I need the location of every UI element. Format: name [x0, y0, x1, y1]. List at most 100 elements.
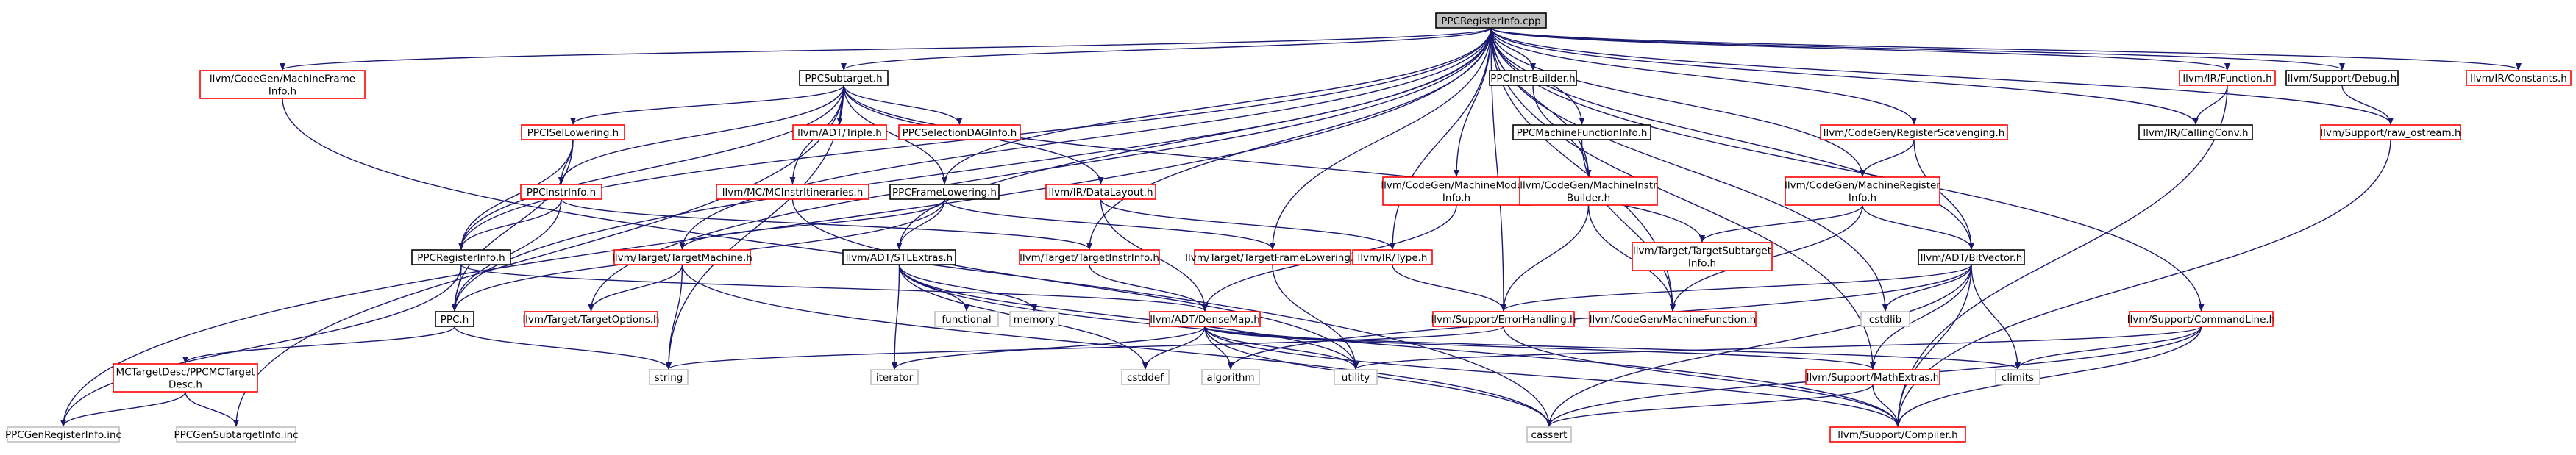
node-targetinstrinfo[interactable]: llvm/Target/TargetInstrInfo.h	[1019, 249, 1160, 265]
node-climits: climits	[1995, 369, 2040, 385]
node-iselowering[interactable]: PPCISelLowering.h	[521, 124, 625, 140]
node-compiler[interactable]: llvm/Support/Compiler.h	[1829, 426, 1966, 443]
node-mathextras[interactable]: llvm/Support/MathExtras.h	[1805, 369, 1940, 385]
edge-root-to-subtarget	[841, 27, 1492, 71]
node-mcinstrit[interactable]: llvm/MC/MCInstrItineraries.h	[716, 184, 869, 200]
node-framelow-box	[889, 184, 1000, 200]
node-mfunction[interactable]: llvm/CodeGen/MachineFunction.h	[1589, 311, 1757, 327]
node-gensubinfo: PPCGenSubtargetInfo.inc	[174, 426, 299, 443]
node-targetframelow[interactable]: llvm/Target/TargetFrameLowering.h	[1185, 249, 1360, 265]
node-targetoptions-box	[524, 311, 658, 327]
edge-root-to-regscav	[1490, 27, 1917, 125]
node-bitvector[interactable]: llvm/ADT/BitVector.h	[1918, 249, 2025, 265]
node-targetmachine-box	[613, 249, 751, 265]
node-targetoptions[interactable]: llvm/Target/TargetOptions.h	[522, 311, 660, 327]
node-triple[interactable]: llvm/ADT/Triple.h	[792, 124, 887, 140]
node-tsubtargetinfo-label-1: Info.h	[1688, 258, 1716, 270]
node-stlextras-box	[842, 249, 956, 265]
edge-reginfoh-to-densemap	[460, 264, 1208, 312]
node-iselowering-box	[521, 124, 625, 140]
node-climits-label-0: climits	[2002, 372, 2034, 384]
edge-targetframelow-to-utility	[1272, 264, 1359, 370]
edge-densemap-to-compiler	[1204, 326, 1901, 427]
node-algorithm: algorithm	[1201, 369, 1260, 385]
node-constants[interactable]: llvm/IR/Constants.h	[2466, 70, 2572, 86]
node-mfunction-box	[1589, 311, 1757, 327]
node-root: PPCRegisterInfo.cpp	[1435, 12, 1547, 29]
node-genreginfo: PPCGenRegisterInfo.inc	[5, 426, 121, 443]
node-datalayout-box	[1045, 184, 1156, 200]
node-string-label-0: string	[655, 372, 683, 384]
edge-errorhandling-to-compiler	[1503, 326, 1901, 427]
node-reginfoh[interactable]: PPCRegisterInfo.h	[411, 249, 511, 265]
node-iterator-label-0: iterator	[876, 372, 914, 384]
node-rawostream[interactable]: llvm/Support/raw_ostream.h	[2320, 124, 2461, 140]
node-datalayout[interactable]: llvm/IR/DataLayout.h	[1045, 184, 1156, 200]
node-regscav[interactable]: llvm/CodeGen/RegisterScavenging.h	[1820, 124, 2008, 140]
node-mfuncinfo[interactable]: PPCMachineFunctionInfo.h	[1512, 124, 1651, 140]
node-bitvector-box	[1918, 249, 2025, 265]
node-instrinfo[interactable]: PPCInstrInfo.h	[520, 184, 602, 200]
edge-mreginfo-to-bitvector	[1862, 204, 1974, 250]
node-targetinstrinfo-box	[1019, 249, 1160, 265]
node-functional-box	[934, 311, 999, 327]
edge-mathextras-to-cassert	[1546, 384, 1874, 427]
node-commandline-label-0: llvm/Support/CommandLine.h	[2127, 314, 2275, 326]
node-tsubtargetinfo-label-0: llvm/Target/TargetSubtarget	[1633, 246, 1771, 257]
node-functional-label-0: functional	[942, 314, 991, 326]
node-ppch[interactable]: PPC.h	[435, 311, 474, 327]
node-function-box	[2179, 70, 2276, 86]
node-minstrbuilder-label-1: Builder.h	[1567, 193, 1610, 204]
node-tsubtargetinfo-box	[1632, 242, 1773, 271]
edge-root-to-callconv	[1490, 27, 2199, 125]
edge-stlextras-to-functional	[898, 264, 969, 312]
node-iterator-box	[870, 369, 919, 385]
edge-function-to-compiler	[1895, 85, 2228, 427]
edge-commandline-to-climits	[2015, 326, 2202, 370]
node-commandline[interactable]: llvm/Support/CommandLine.h	[2127, 311, 2275, 327]
node-irtype[interactable]: llvm/IR/Type.h	[1352, 249, 1433, 265]
node-framelow[interactable]: PPCFrameLowering.h	[889, 184, 1000, 200]
node-mathextras-box	[1805, 369, 1940, 385]
node-function[interactable]: llvm/IR/Function.h	[2179, 70, 2276, 86]
edge-mreginfo-to-tsubtargetinfo	[1699, 204, 1863, 243]
node-reginfoh-box	[411, 249, 511, 265]
edge-subtarget-to-reginfoh	[458, 85, 844, 250]
edges-layer	[60, 27, 2522, 427]
node-mmoduleinfo-label-0: llvm/CodeGen/MachineModule	[1381, 180, 1531, 192]
node-debug[interactable]: llvm/Support/Debug.h	[2285, 70, 2399, 86]
node-gensubinfo-label-0: PPCGenSubtargetInfo.inc	[174, 429, 298, 441]
node-mctargetdesc-box	[113, 363, 258, 393]
node-genreginfo-label-0: PPCGenRegisterInfo.inc	[5, 429, 121, 441]
node-stlextras[interactable]: llvm/ADT/STLExtras.h	[842, 249, 956, 265]
node-root-box	[1435, 12, 1547, 29]
node-algorithm-box	[1201, 369, 1260, 385]
node-cstddef-label-0: cstddef	[1127, 372, 1164, 384]
edge-targetmachine-to-string	[666, 264, 683, 370]
node-instrbuilder[interactable]: PPCInstrBuilder.h	[1489, 70, 1577, 86]
node-targetmachine[interactable]: llvm/Target/TargetMachine.h	[612, 249, 752, 265]
node-compiler-label-0: llvm/Support/Compiler.h	[1837, 429, 1957, 441]
node-subtarget[interactable]: PPCSubtarget.h	[799, 70, 889, 86]
edge-root-to-mreginfo	[1490, 27, 1865, 177]
node-callconv[interactable]: llvm/IR/CallingConv.h	[2138, 124, 2253, 140]
node-seldag[interactable]: PPCSelectionDAGInfo.h	[898, 124, 1021, 140]
edge-root-to-targetframelow	[1270, 27, 1492, 250]
edge-root-to-function	[1490, 27, 2230, 71]
node-densemap[interactable]: llvm/ADT/DenseMap.h	[1149, 311, 1261, 327]
edge-subtarget-to-instrinfo	[558, 85, 844, 184]
node-string-box	[649, 369, 689, 385]
node-cassert-box	[1526, 426, 1572, 443]
node-errorhandling[interactable]: llvm/Support/ErrorHandling.h	[1431, 311, 1576, 327]
node-seldag-box	[898, 124, 1021, 140]
edge-root-to-commandline	[1490, 27, 2205, 312]
edge-bitvector-to-mathextras	[1870, 264, 1972, 370]
node-mctargetdesc-label-1: Desc.h	[168, 379, 202, 391]
edge-minstrbuilder-to-mfunction	[1587, 204, 1676, 312]
